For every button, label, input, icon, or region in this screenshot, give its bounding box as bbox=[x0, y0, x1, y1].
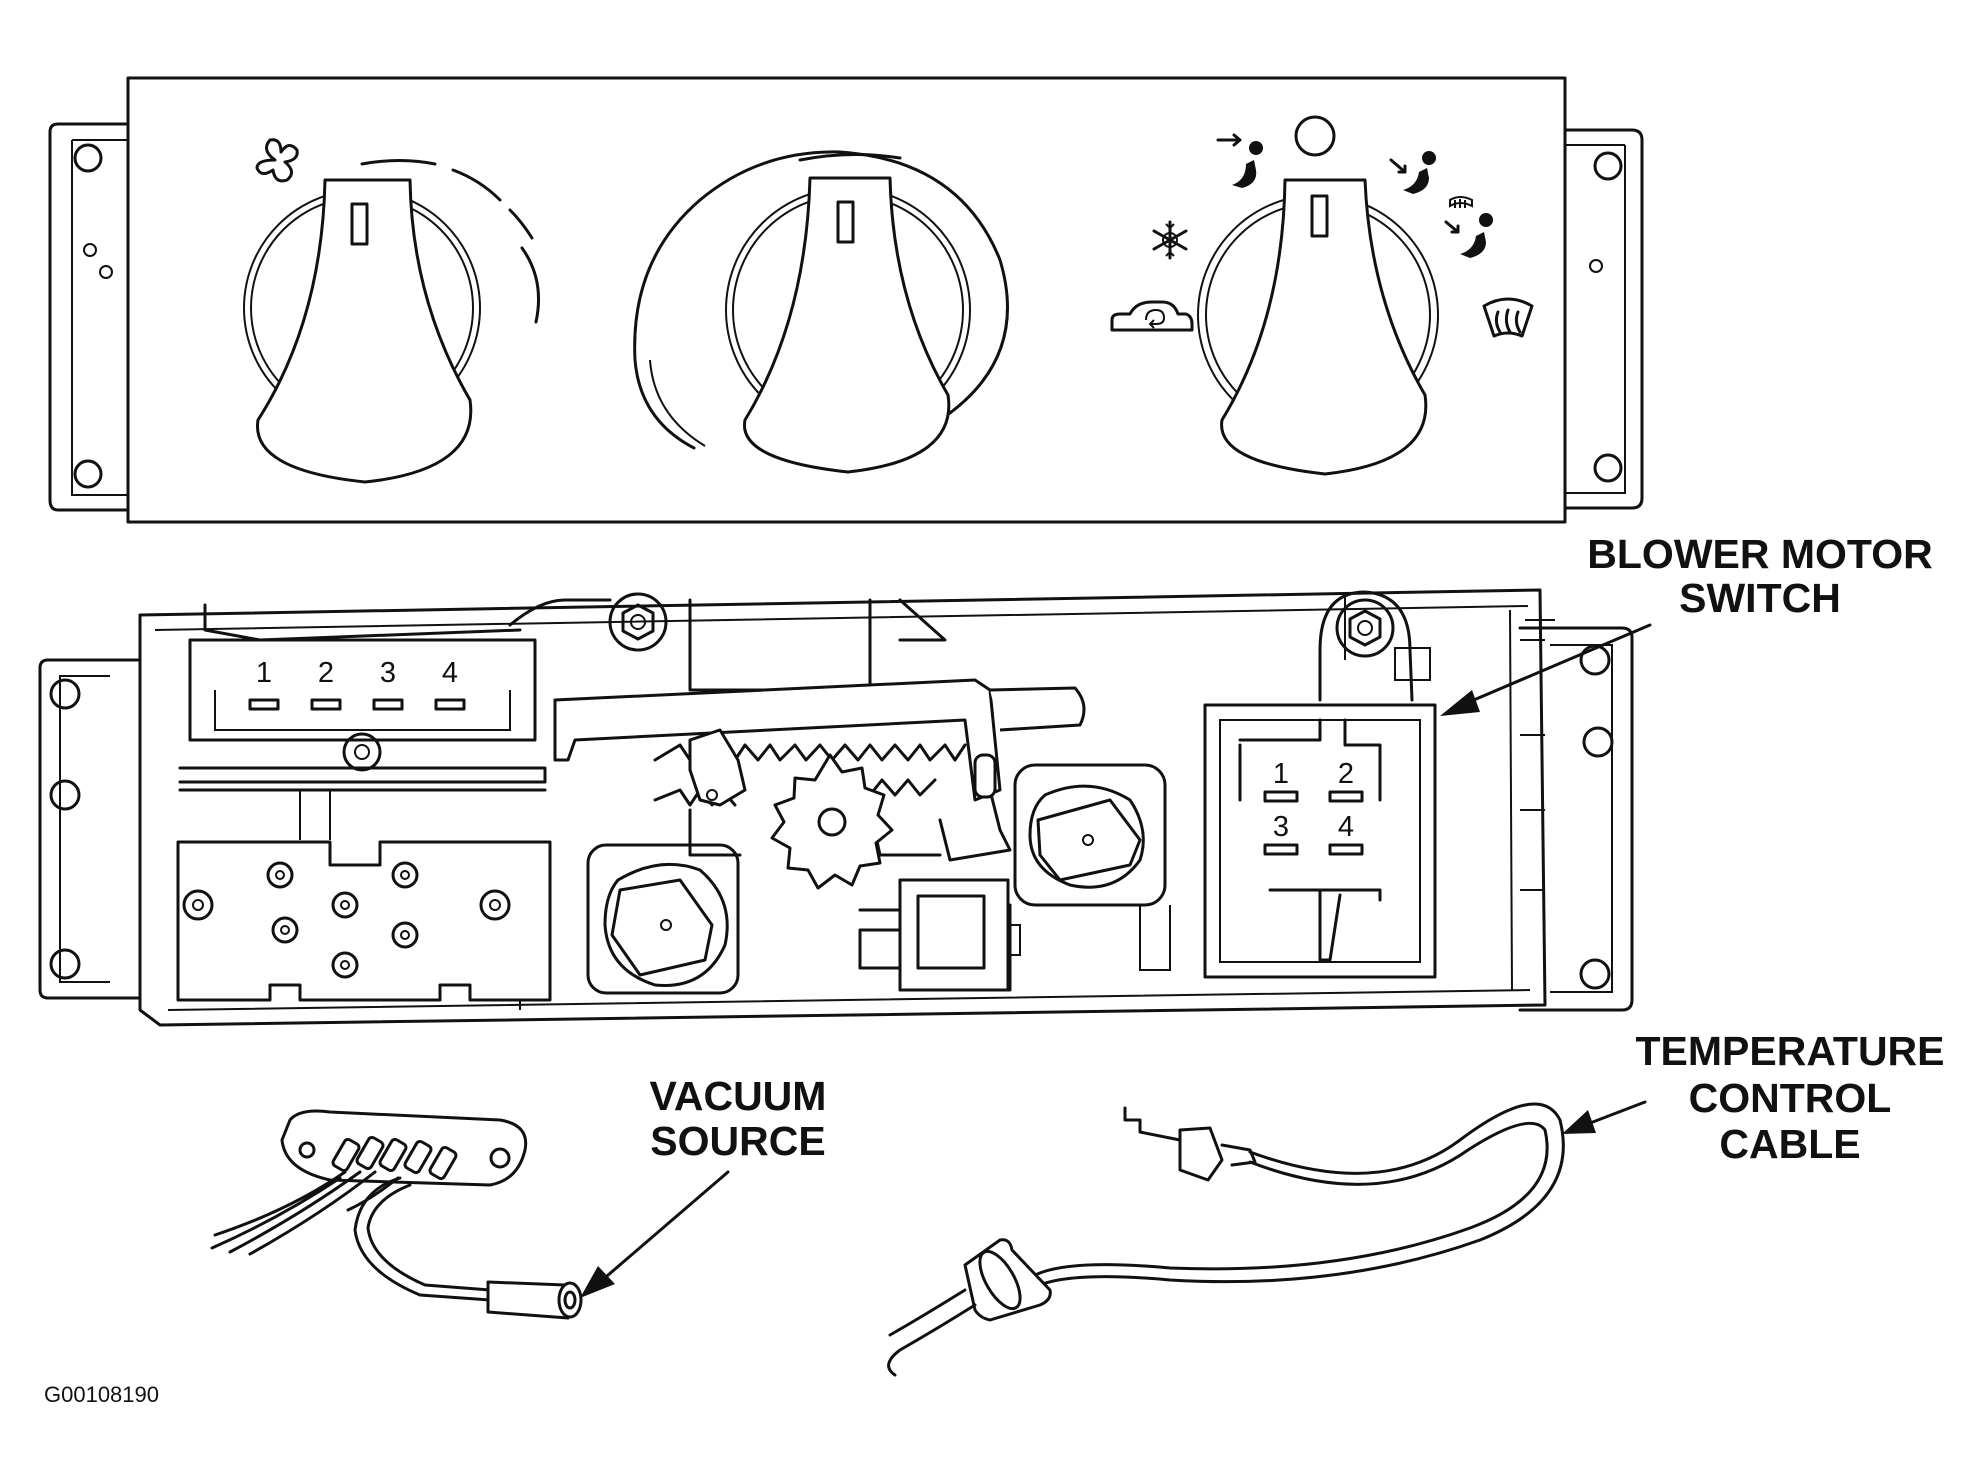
center-terminal bbox=[858, 878, 1021, 992]
vacuum-switch-block bbox=[176, 840, 552, 1002]
mounting-bolt-right bbox=[1318, 590, 1414, 702]
callout-blower-line-1: BLOWER MOTOR bbox=[1587, 531, 1932, 577]
blower-pin-label: 2 bbox=[1338, 758, 1354, 790]
callout-vacuum-line-2: SOURCE bbox=[650, 1118, 825, 1164]
mode-selector-knob[interactable] bbox=[1197, 178, 1439, 476]
mode-indicator-dot bbox=[1294, 115, 1336, 157]
callout-cable-line-1: TEMPERATURE bbox=[1635, 1028, 1944, 1074]
gear-rack bbox=[653, 728, 997, 857]
callout-vacuum-source: VACUUM SOURCE bbox=[580, 1073, 826, 1298]
fan-icon bbox=[255, 138, 299, 183]
left-connector bbox=[188, 603, 537, 772]
temperature-lever bbox=[553, 678, 1086, 862]
panel-vent-icon bbox=[1216, 133, 1263, 188]
rotary-vacuum-valve bbox=[586, 843, 740, 995]
recirculation-car-icon bbox=[1110, 300, 1194, 332]
callout-cable-line-2: CONTROL bbox=[1689, 1075, 1892, 1121]
ac-snowflake-icon bbox=[1152, 220, 1188, 260]
vacuum-harness bbox=[210, 1109, 583, 1320]
mounting-bolt-left bbox=[608, 592, 668, 652]
vacuum-source-fitting bbox=[486, 1280, 583, 1320]
fan-speed-scale bbox=[360, 159, 540, 324]
blower-switch-pin-labels: 1 2 3 4 bbox=[1273, 758, 1354, 843]
temperature-control-cable bbox=[887, 1102, 1565, 1377]
callout-blower-motor-switch: BLOWER MOTOR SWITCH bbox=[1440, 531, 1933, 716]
rear-control-assembly bbox=[38, 588, 1634, 1027]
defrost-icon bbox=[1482, 297, 1534, 338]
left-pin-label: 2 bbox=[318, 657, 334, 689]
callout-cable-line-3: CABLE bbox=[1719, 1121, 1860, 1167]
drive-gear bbox=[770, 753, 894, 890]
floor-panel-icon bbox=[1389, 151, 1436, 194]
front-face-plate bbox=[48, 76, 1644, 524]
left-pin-label: 3 bbox=[380, 657, 396, 689]
mode-rotary-valve bbox=[1013, 763, 1171, 971]
callout-blower-line-2: SWITCH bbox=[1679, 575, 1841, 621]
vacuum-hose-nipples bbox=[331, 1135, 458, 1181]
floor-defrost-icon bbox=[1444, 196, 1493, 258]
arrowhead bbox=[1562, 1110, 1596, 1134]
figure-code: G00108190 bbox=[44, 1382, 159, 1407]
left-pin-label: 4 bbox=[442, 657, 458, 689]
temperature-knob[interactable] bbox=[633, 150, 1009, 474]
left-pin-label: 1 bbox=[256, 657, 272, 689]
blower-pin-label: 3 bbox=[1273, 811, 1289, 843]
blower-pin-label: 4 bbox=[1338, 811, 1354, 843]
blower-pin-label: 1 bbox=[1273, 758, 1289, 790]
callout-vacuum-line-1: VACUUM bbox=[650, 1073, 827, 1119]
left-connector-pin-labels: 1 2 3 4 bbox=[256, 657, 458, 689]
blower-speed-knob[interactable] bbox=[243, 178, 481, 484]
arrowhead bbox=[1440, 690, 1480, 716]
blower-motor-switch bbox=[1203, 703, 1437, 979]
callout-temperature-control-cable: TEMPERATURE CONTROL CABLE bbox=[1562, 1028, 1945, 1167]
arrowhead bbox=[580, 1266, 615, 1298]
